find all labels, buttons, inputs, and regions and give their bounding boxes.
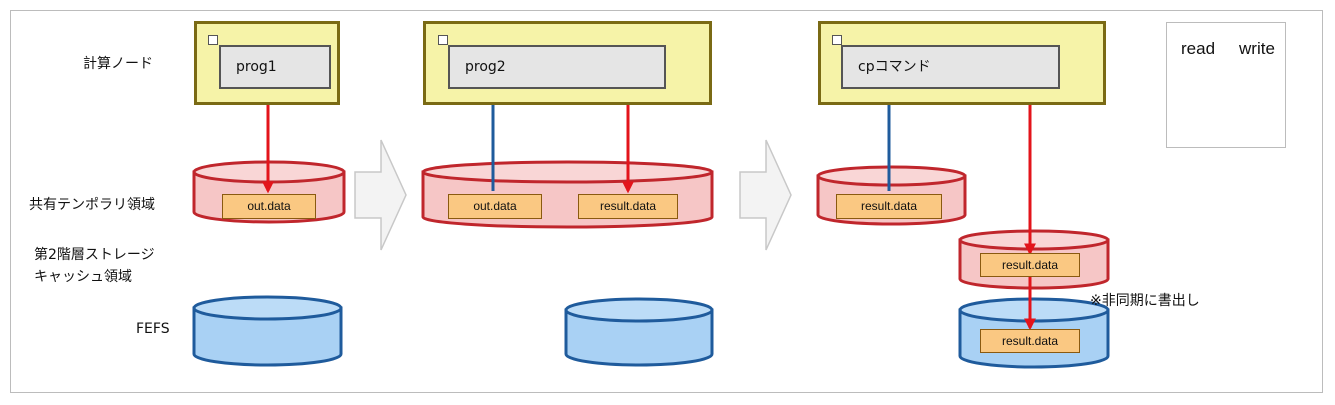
- fefs-cylinder-2: [564, 297, 714, 367]
- program-icon: [438, 35, 448, 45]
- row-label-tier2-cache-1: 第2階層ストレージ: [34, 247, 155, 263]
- compute-node-1: prog1: [194, 21, 340, 105]
- row-label-fefs: FEFS: [136, 321, 170, 337]
- program-box: prog2: [448, 45, 666, 89]
- async-note: ※非同期に書出し: [1090, 293, 1200, 309]
- compute-node-3: cpコマンド: [818, 21, 1106, 105]
- file-box: result.data: [578, 194, 678, 219]
- stage-transition-arrow-1: [354, 139, 407, 251]
- program-box: prog1: [219, 45, 331, 89]
- row-label-tier2-cache-2: キャッシュ領域: [34, 269, 132, 285]
- stage-transition-arrow-2: [739, 139, 792, 251]
- legend-write-label: write: [1239, 39, 1275, 58]
- diagram-frame: [10, 10, 1323, 393]
- row-label-shared-temp: 共有テンポラリ領域: [29, 197, 155, 213]
- file-box: out.data: [222, 194, 316, 219]
- fefs-cylinder-1: [192, 295, 343, 367]
- file-box: result.data: [980, 329, 1080, 353]
- file-box: result.data: [836, 194, 942, 219]
- legend-read-label: read: [1181, 39, 1216, 58]
- program-icon: [832, 35, 842, 45]
- file-box: out.data: [448, 194, 542, 219]
- program-box: cpコマンド: [841, 45, 1060, 89]
- program-icon: [208, 35, 218, 45]
- legend: read write: [1166, 22, 1286, 148]
- file-box: result.data: [980, 253, 1080, 277]
- compute-node-2: prog2: [423, 21, 712, 105]
- row-label-compute-node: 計算ノード: [83, 56, 153, 72]
